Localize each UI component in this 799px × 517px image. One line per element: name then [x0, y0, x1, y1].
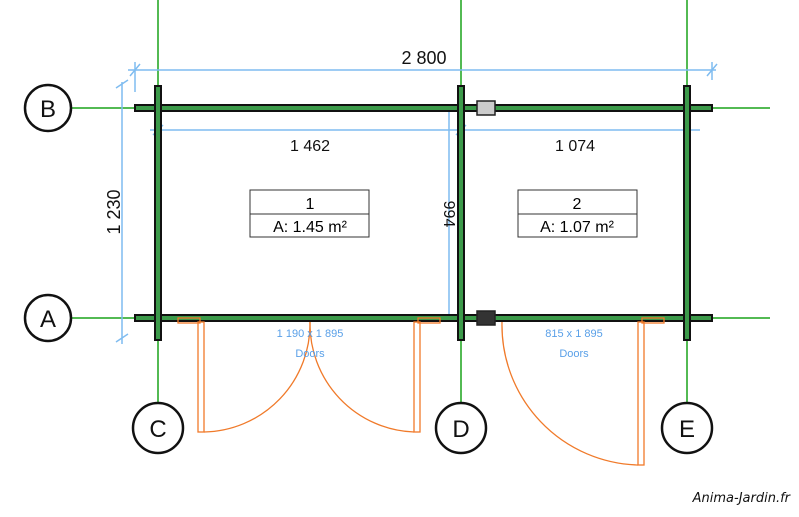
- doors: [177, 317, 665, 466]
- grid-label-c: C: [149, 416, 166, 443]
- door-leaf: [637, 321, 645, 466]
- grid-label-a: A: [40, 306, 56, 333]
- door-leaf-left: [197, 321, 205, 433]
- door-swing-arc: [309, 321, 415, 433]
- dimension-lines: [115, 62, 718, 344]
- room-area: A: 1.07 m²: [540, 219, 614, 236]
- grid-label-b: B: [40, 96, 56, 123]
- watermark: Anima-Jardin.fr: [692, 491, 792, 506]
- door-swing-arc: [203, 321, 311, 433]
- room-tag-2: 2 A: 1.07 m²: [517, 189, 638, 238]
- room-area: A: 1.45 m²: [273, 219, 347, 236]
- door-type-label: Doors: [295, 348, 325, 360]
- grid-label-e: E: [679, 416, 695, 443]
- door-leaf-right: [413, 321, 421, 433]
- dimension-room1-width: 1 462: [290, 138, 330, 155]
- room-tag-1: 1 A: 1.45 m²: [249, 189, 370, 238]
- door-type-label: Doors: [559, 348, 589, 360]
- door-swing-arc: [501, 321, 639, 466]
- grid-label-d: D: [452, 416, 469, 443]
- dimension-overall-width: 2 800: [401, 48, 446, 68]
- dimension-overall-depth: 1 230: [104, 189, 124, 234]
- grid-markers: [23, 83, 714, 455]
- door-size-label: 1 190 x 1 895: [277, 328, 344, 340]
- room-number: 1: [306, 196, 315, 213]
- door-size-label: 815 x 1 895: [545, 328, 603, 340]
- window-icon: [476, 310, 496, 326]
- room-number: 2: [573, 196, 582, 213]
- dimension-room2-width: 1 074: [555, 138, 595, 155]
- dimension-inner-depth: 994: [440, 201, 457, 228]
- window-icon: [476, 100, 496, 116]
